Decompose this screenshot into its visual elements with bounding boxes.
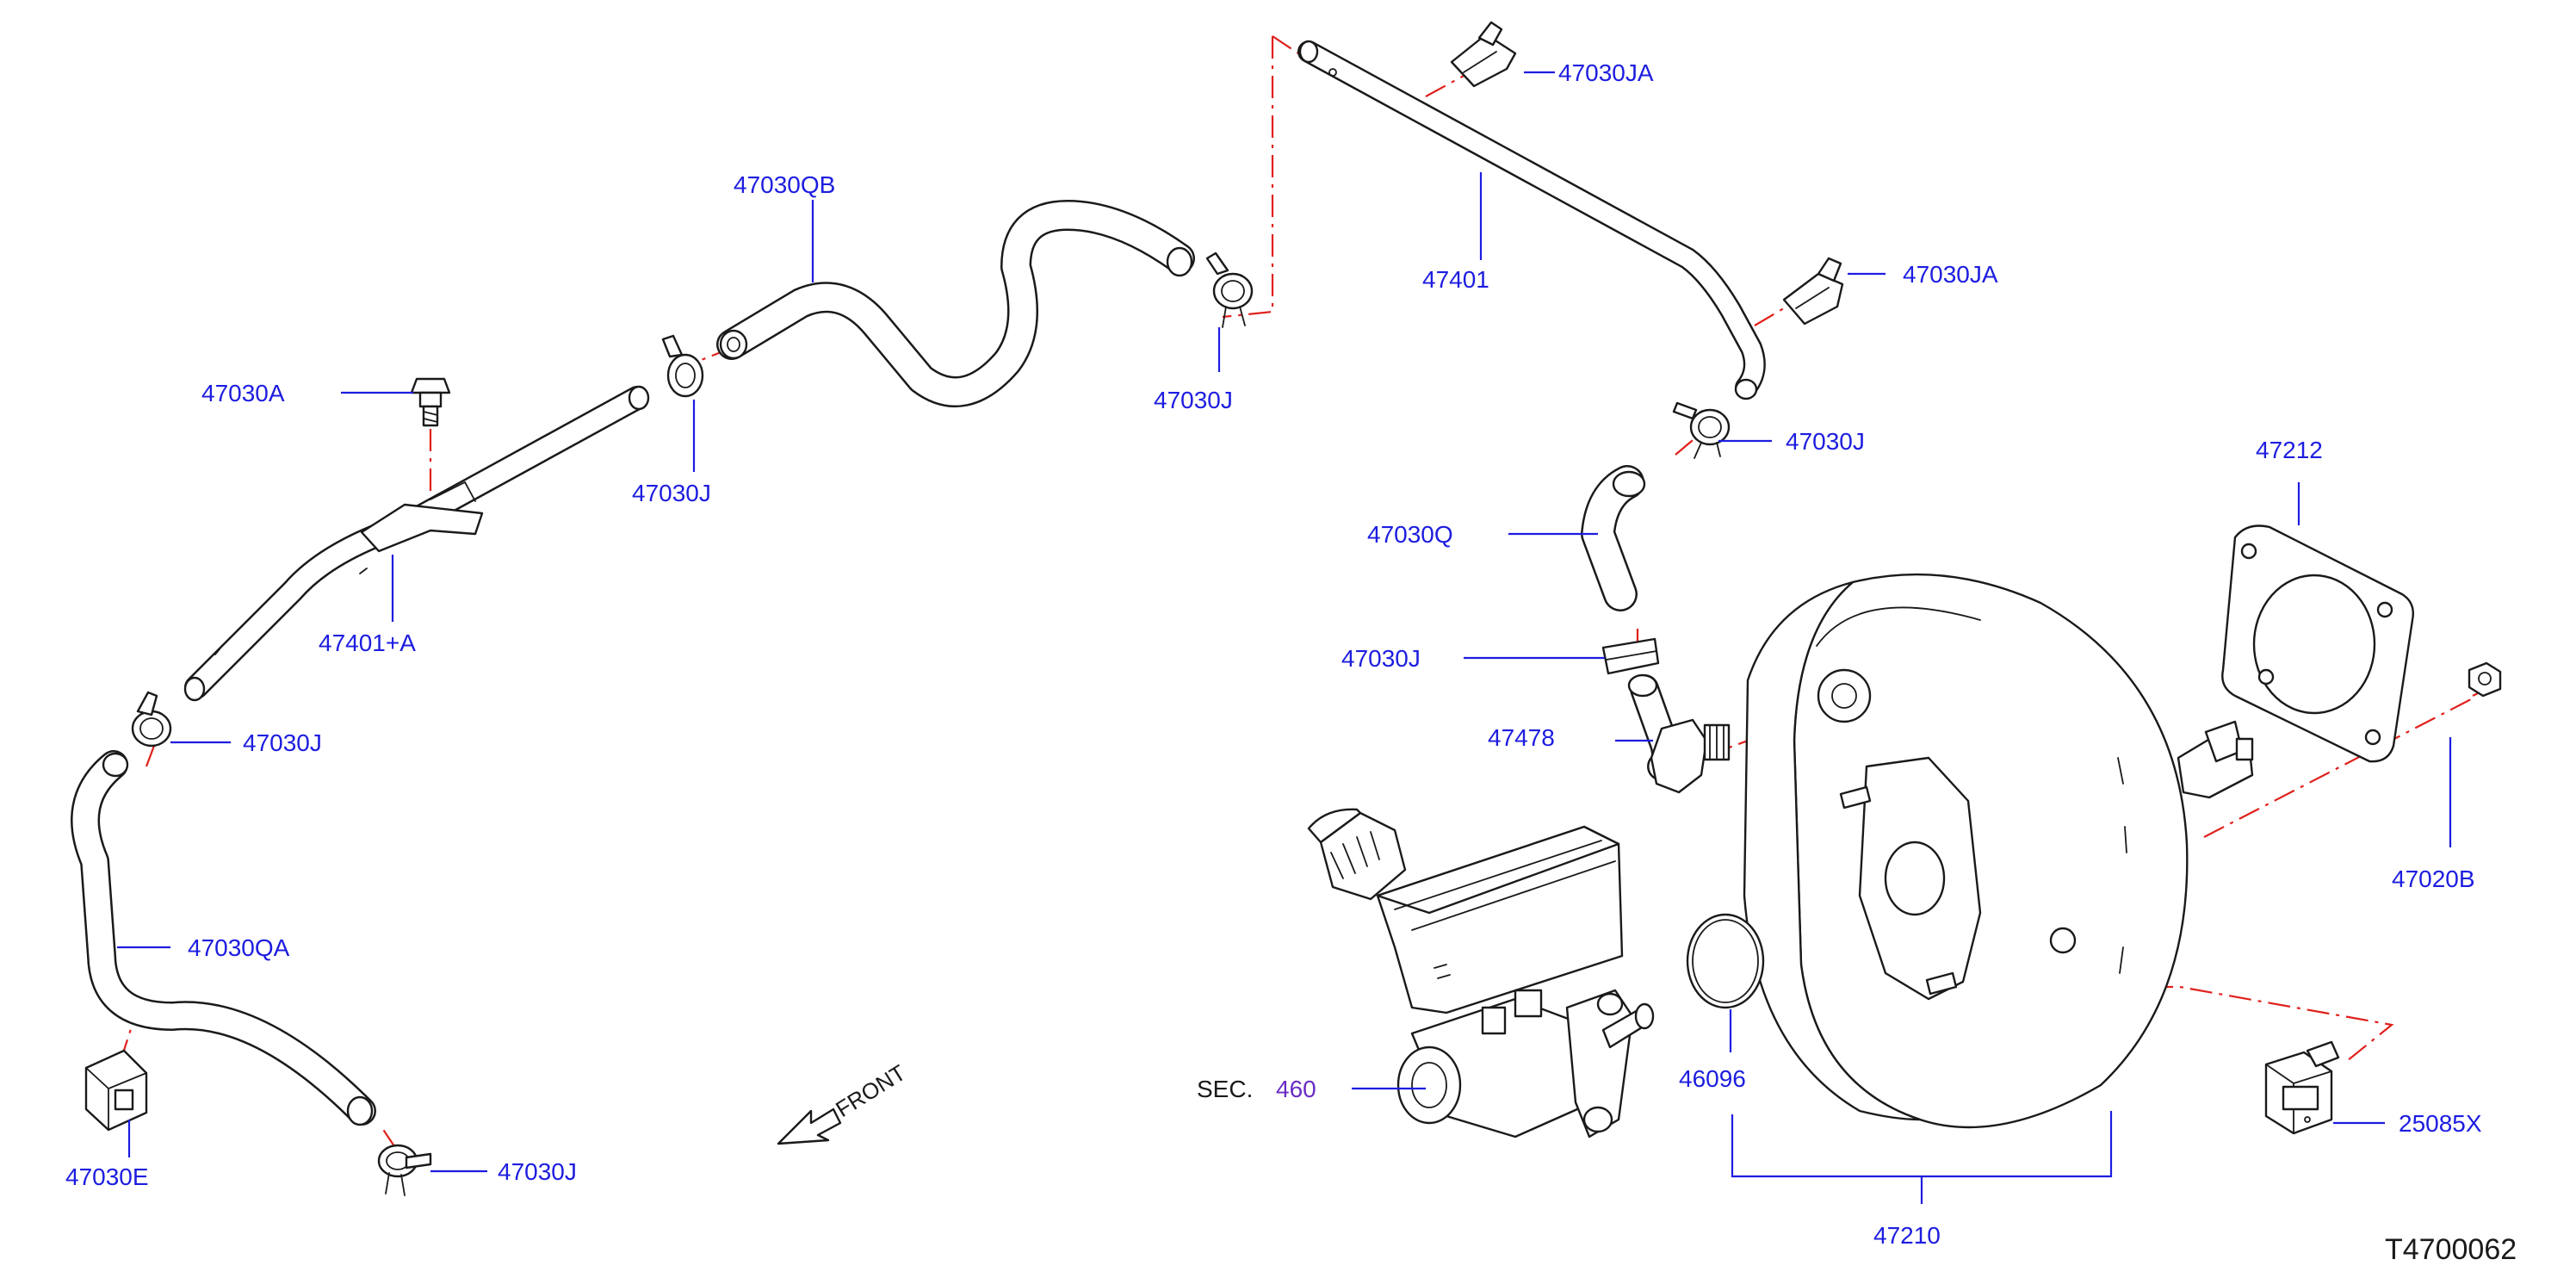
clamp-47030j-lower: [377, 1144, 432, 1196]
master-cylinder-sec460: [1307, 808, 1655, 1138]
brake-booster-47210: [1743, 573, 2254, 1129]
front-arrow: [777, 1107, 842, 1145]
label-47030j-upper: 47030J: [1154, 387, 1233, 413]
label-sec-prefix: SEC.: [1197, 1076, 1253, 1102]
label-47030j-band: 47030J: [1341, 645, 1421, 672]
label-sec-460[interactable]: 460: [1276, 1076, 1316, 1102]
label-47210: 47210: [1873, 1222, 1941, 1249]
clamp-47030j-mid: [661, 334, 704, 398]
label-47030qb: 47030QB: [734, 171, 835, 198]
tube-47401a: [183, 385, 650, 702]
label-47478: 47478: [1488, 724, 1555, 751]
part-labels: 47030JA 47030QB 47401 47030JA 47030A 470…: [65, 59, 2517, 1266]
label-47401: 47401: [1422, 266, 1489, 293]
label-47030ja-top: 47030JA: [1558, 59, 1654, 86]
bolt-47030a: [410, 377, 451, 427]
label-47030j-right: 47030J: [1786, 428, 1865, 455]
hose-47030qa: [71, 750, 376, 1126]
leader-lines: [117, 71, 2452, 1204]
clamp-47030j-left: [131, 691, 172, 748]
clip-47030ja-top: [1450, 21, 1517, 88]
label-47030e: 47030E: [65, 1163, 149, 1190]
tube-47401: [1297, 40, 1766, 400]
label-25085x: 25085X: [2399, 1110, 2482, 1137]
label-47030a: 47030A: [201, 380, 285, 406]
label-47030ja-right: 47030JA: [1903, 261, 1998, 288]
o-ring-46096: [1686, 913, 1765, 1009]
hose-47030q: [1581, 465, 1646, 611]
nut-47020b: [2468, 661, 2502, 698]
label-47030q: 47030Q: [1367, 521, 1453, 548]
clamp-47030j-right: [1672, 401, 1731, 459]
label-47030j-left: 47030J: [243, 729, 322, 756]
hose-47030qb: [716, 200, 1195, 407]
check-valve-47478: [1627, 673, 1731, 794]
gasket-47212: [2221, 524, 2414, 763]
diagram-code: T4700062: [2385, 1233, 2517, 1266]
clamp-47030j-upper: [1205, 251, 1254, 328]
clip-47030e: [84, 1049, 148, 1132]
label-47212: 47212: [2256, 437, 2323, 463]
clamp-47030j-band: [1601, 637, 1660, 675]
label-front: FRONT: [831, 1059, 910, 1122]
label-46096: 46096: [1679, 1065, 1746, 1092]
label-47030j-lower: 47030J: [498, 1158, 577, 1185]
sensor-25085x: [2264, 1040, 2340, 1135]
label-47401a: 47401+A: [319, 630, 416, 656]
label-47030qa: 47030QA: [188, 934, 290, 961]
clip-47030ja-right: [1782, 257, 1844, 326]
label-47020b: 47020B: [2392, 865, 2475, 892]
label-47030j-mid: 47030J: [632, 480, 711, 506]
